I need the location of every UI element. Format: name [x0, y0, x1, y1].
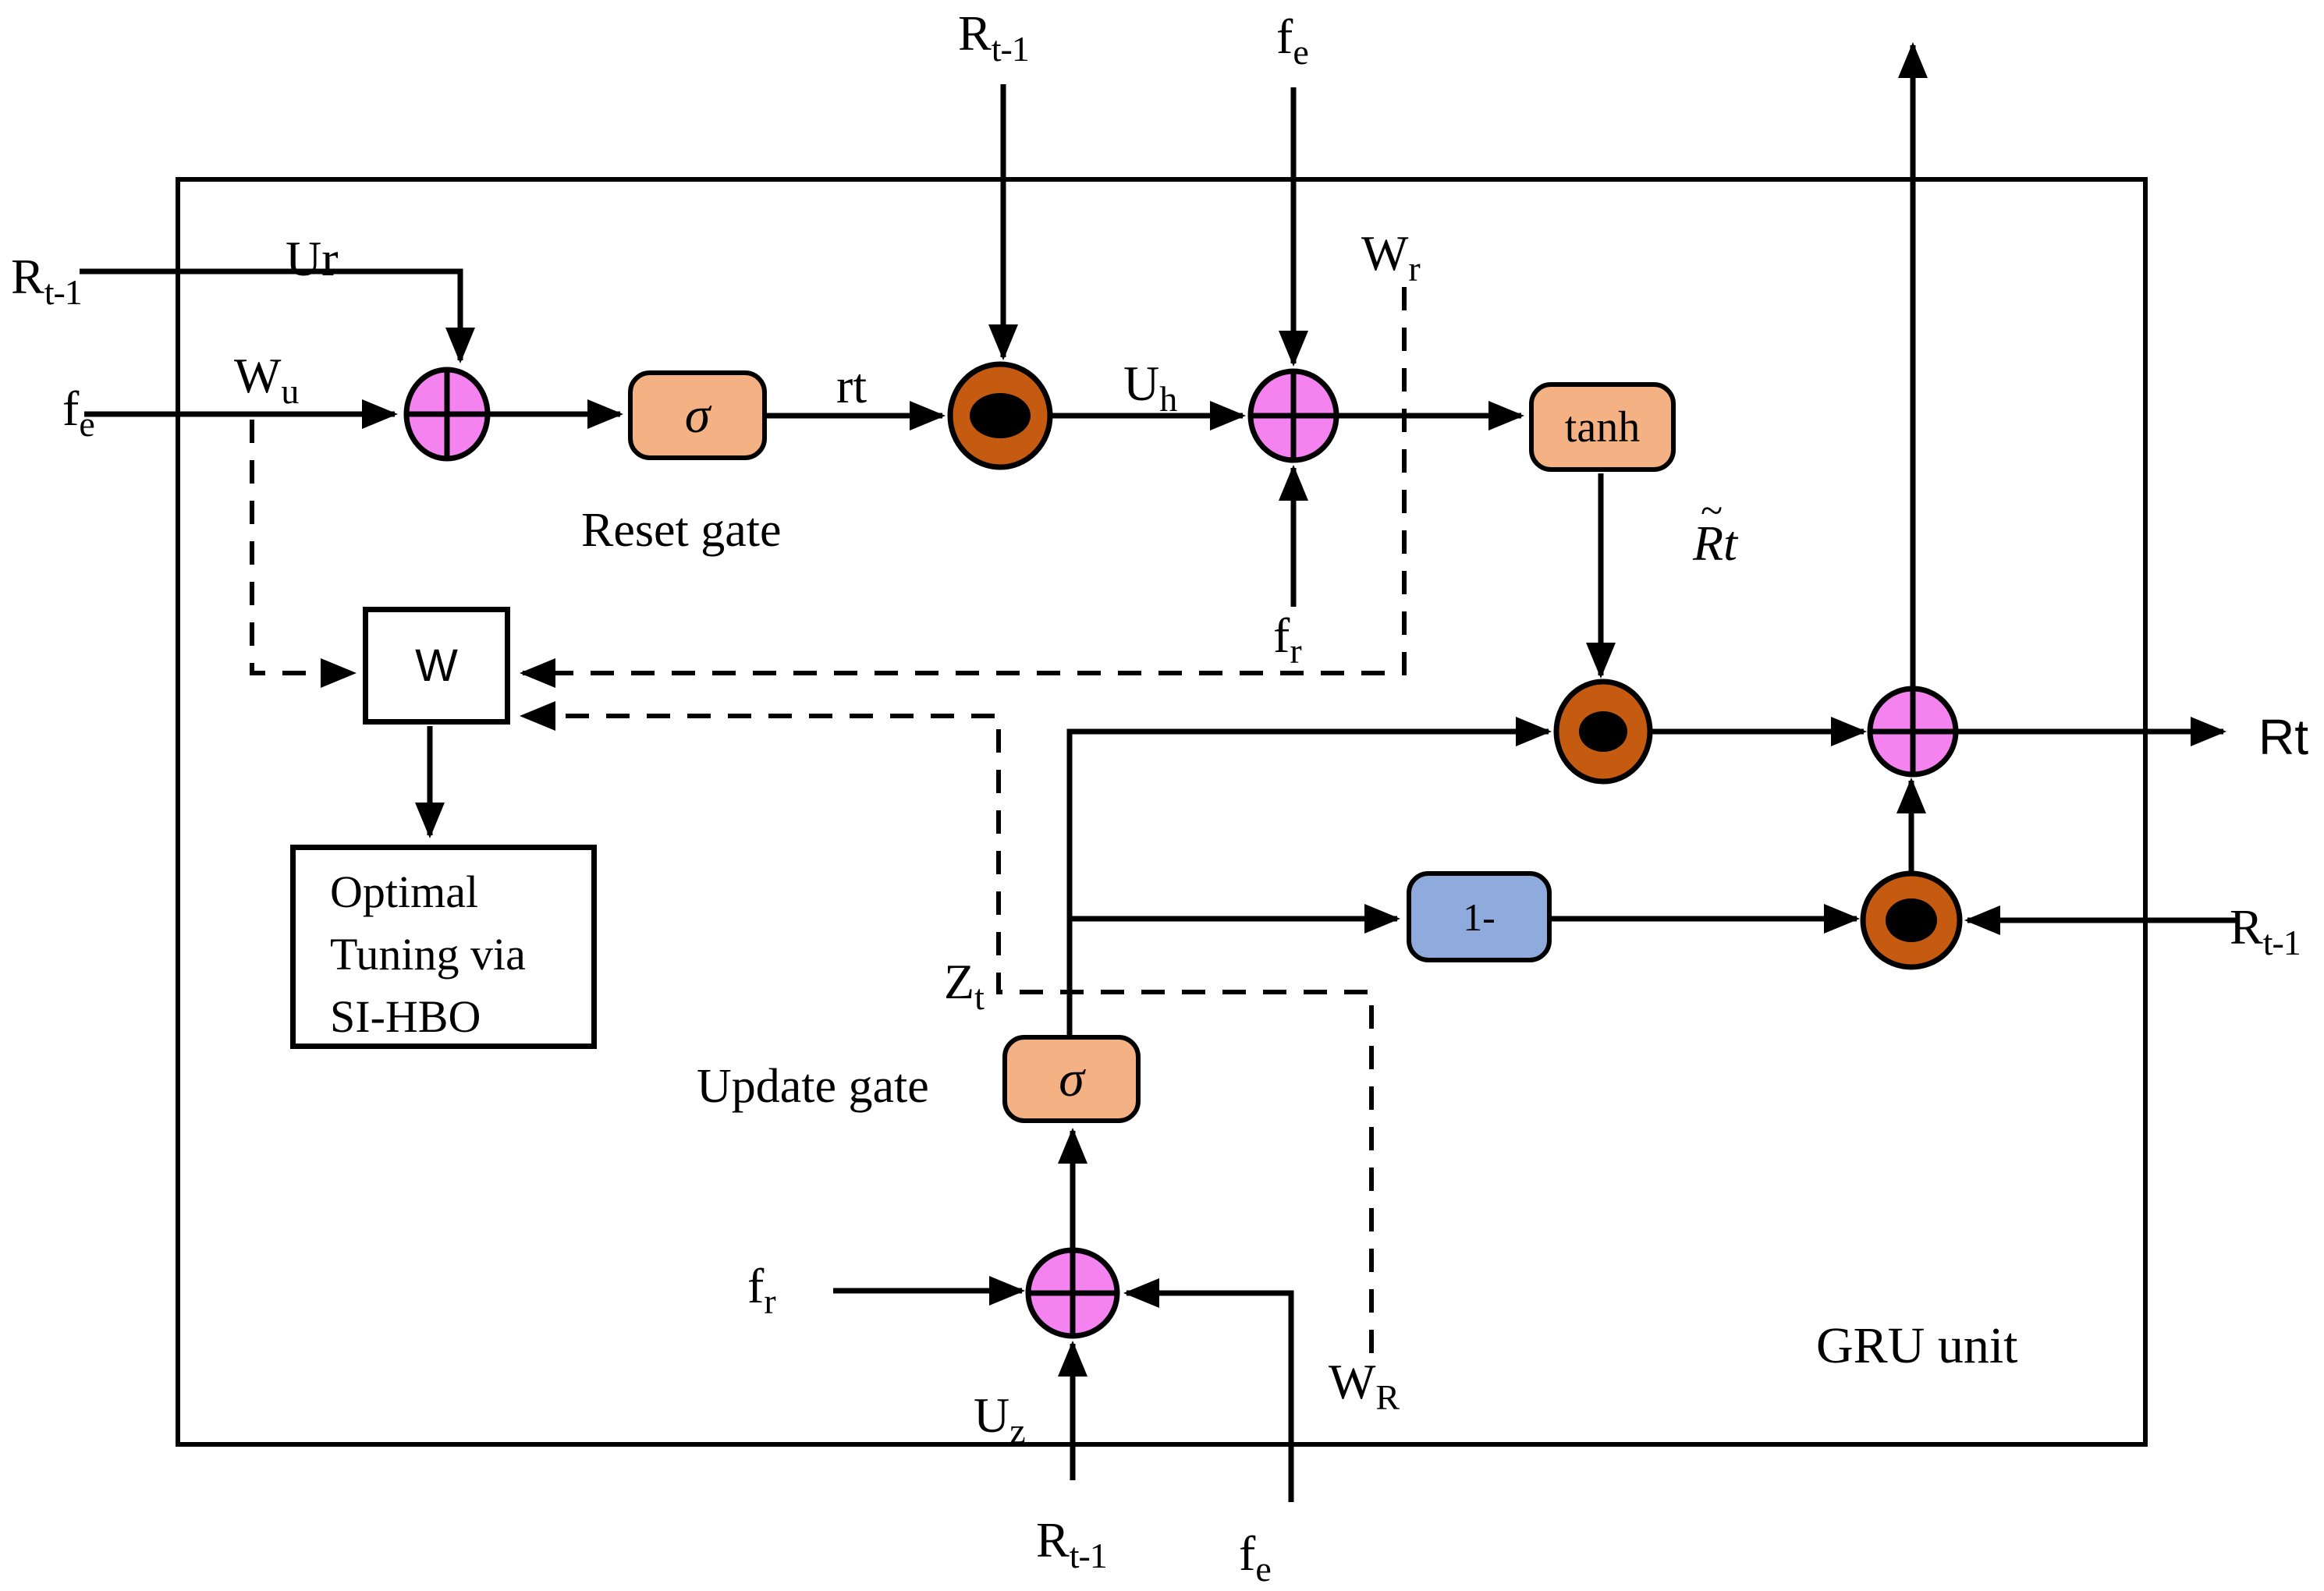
optimal-line-2: Tuning via — [330, 929, 526, 980]
optimal-tuning-block: Optimal Tuning via SI-HBO — [290, 845, 597, 1049]
label-base: R — [1036, 1512, 1070, 1568]
label-base: Reset gate — [581, 504, 782, 557]
label-base: W — [234, 348, 282, 403]
one-minus-block: 1- — [1407, 871, 1552, 962]
label-sub: r — [764, 1281, 775, 1321]
label-zt: Zt — [944, 953, 985, 1017]
label-base: f — [1273, 608, 1290, 663]
label-uz: Uz — [974, 1387, 1026, 1451]
label-wr: Wr — [1361, 225, 1421, 289]
weight-w-block: W — [363, 607, 510, 725]
label-fr-mid: fr — [1273, 607, 1302, 671]
sigma-update-block: σ — [1002, 1035, 1141, 1123]
multiply-dot-icon — [970, 393, 1031, 438]
multiply-dot-icon — [1579, 711, 1627, 752]
label-base: rt — [836, 358, 868, 413]
label-wR: WR — [1329, 1353, 1400, 1417]
multiply-node-reset — [947, 361, 1053, 470]
tanh-label: tanh — [1564, 402, 1641, 452]
label-gru-unit: GRU unit — [1816, 1316, 2018, 1376]
sigma-update-label: σ — [1059, 1050, 1084, 1107]
label-wu: Wu — [234, 347, 299, 411]
tanh-block: tanh — [1529, 382, 1676, 472]
label-base: U — [1123, 356, 1160, 411]
one-minus-label: 1- — [1463, 895, 1496, 939]
tilde-icon: ~ — [1701, 489, 1723, 533]
label-fe-top: fe — [1276, 8, 1309, 72]
label-fe-bottom: fe — [1239, 1525, 1272, 1589]
label-sub: t-1 — [991, 29, 1030, 69]
label-sub: e — [79, 404, 94, 444]
label-base: R — [11, 249, 44, 304]
label-sub: t-1 — [44, 272, 83, 312]
label-update-gate: Update gate — [697, 1059, 929, 1114]
adder-node-candidate — [1247, 368, 1339, 463]
sigma-reset-label: σ — [684, 386, 711, 444]
weight-w-label: W — [415, 640, 458, 691]
label-base: f — [747, 1258, 765, 1313]
label-base: Update gate — [697, 1060, 929, 1113]
label-rt1-left: Rt-1 — [11, 248, 83, 312]
plus-cross-icon — [1028, 1250, 1117, 1336]
label-sub: h — [1159, 379, 1177, 419]
label-base: GRU unit — [1816, 1317, 2018, 1374]
label-fr-bottom: fr — [747, 1257, 776, 1321]
label-rt1-right: Rt-1 — [2230, 898, 2301, 962]
label-base: Z — [944, 954, 975, 1009]
label-base: Rt — [1693, 516, 1737, 571]
adder-node-reset — [403, 367, 491, 462]
label-sub: e — [1293, 32, 1308, 72]
dashed-wire-wu-into-wbox — [250, 420, 357, 688]
label-sub: R — [1375, 1377, 1400, 1417]
multiply-node-memory — [1860, 870, 1963, 970]
label-base: W — [1361, 225, 1409, 281]
label-rt-output: Rt — [2258, 708, 2308, 766]
label-sub: t — [974, 977, 985, 1017]
label-base: U — [974, 1387, 1010, 1443]
wire-rt1-left-ur-into-plus1 — [80, 268, 475, 363]
label-sub: r — [1408, 249, 1420, 289]
label-uh: Uh — [1123, 355, 1177, 419]
label-base: R — [2230, 899, 2263, 955]
adder-node-output — [1867, 686, 1959, 778]
label-r-tilde-candidate: ~ Rt — [1693, 489, 1737, 572]
label-sub: z — [1009, 1411, 1025, 1451]
label-base: Rt — [2258, 709, 2308, 765]
optimal-tuning-text: Optimal Tuning via SI-HBO — [296, 850, 526, 1048]
label-sub: u — [281, 371, 299, 411]
sigma-reset-block: σ — [628, 370, 767, 460]
label-sub: t-1 — [1069, 1536, 1108, 1575]
label-ur: Ur — [286, 230, 339, 288]
label-sub: e — [1255, 1549, 1271, 1589]
wire-zt-update-to-mult2 — [1066, 717, 1552, 1035]
optimal-line-3: SI-HBO — [330, 991, 481, 1042]
label-base: f — [1276, 9, 1293, 64]
label-sub: r — [1290, 631, 1301, 671]
wire-fe-bottom-into-plus4 — [1123, 1278, 1294, 1502]
multiply-node-candidate — [1553, 679, 1653, 785]
label-base: W — [1329, 1354, 1376, 1409]
dashed-wire-wR-into-wbox — [520, 701, 1374, 1353]
label-rt-signal: rt — [836, 357, 867, 415]
dashed-wire-wr-into-wbox — [520, 287, 1407, 688]
label-sub: t-1 — [2262, 923, 2301, 962]
plus-cross-icon — [1870, 689, 1956, 774]
plus-cross-icon — [1251, 371, 1336, 460]
label-base: f — [62, 381, 80, 436]
adder-node-update — [1025, 1247, 1120, 1339]
label-reset-gate: Reset gate — [581, 503, 782, 558]
plus-cross-icon — [406, 370, 488, 459]
label-fe-left: fe — [62, 380, 95, 444]
gru-unit-outline-box — [176, 177, 2148, 1447]
label-rt1-bottom: Rt-1 — [1036, 1511, 1108, 1575]
optimal-line-1: Optimal — [330, 866, 479, 917]
label-base: R — [958, 5, 992, 61]
label-base: Ur — [286, 231, 339, 286]
label-base: f — [1239, 1525, 1256, 1581]
label-rt1-top: Rt-1 — [958, 5, 1030, 69]
multiply-dot-icon — [1886, 898, 1937, 942]
